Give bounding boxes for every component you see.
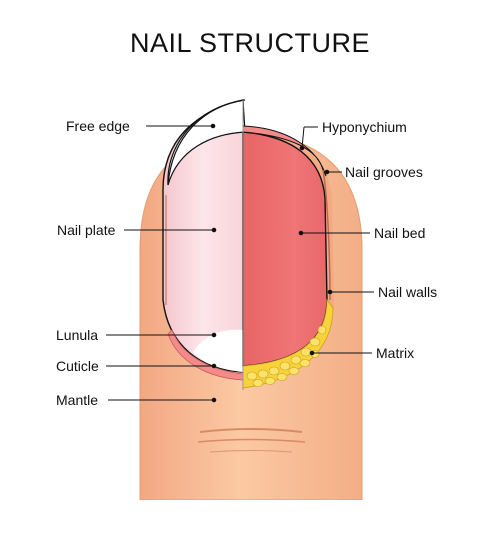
label-nail-bed: Nail bed <box>374 225 426 241</box>
label-mantle: Mantle <box>56 392 99 408</box>
label-cuticle: Cuticle <box>56 358 99 374</box>
label-lunula: Lunula <box>56 327 99 343</box>
nail-bed-shape <box>242 131 328 367</box>
label-nail-plate: Nail plate <box>57 222 116 238</box>
label-hyponychium: Hyponychium <box>322 119 407 135</box>
nail-groove <box>322 169 331 301</box>
label-free-edge: Free edge <box>66 118 130 134</box>
knuckle-crease-3 <box>209 450 293 453</box>
knuckle-crease-1 <box>199 428 303 433</box>
label-matrix: Matrix <box>376 345 415 361</box>
label-nail-grooves: Nail grooves <box>345 164 423 180</box>
lunula-shape <box>193 329 243 372</box>
finger-illustration <box>106 99 374 501</box>
hyponychium-shape <box>242 125 327 177</box>
label-nail-walls: Nail walls <box>378 284 438 300</box>
diagram-title: NAIL STRUCTURE <box>129 28 371 58</box>
leader-lines <box>106 123 374 403</box>
knuckle-crease-2 <box>197 438 306 443</box>
matrix-cells <box>246 325 327 387</box>
nail-diagram: NAIL STRUCTURE Free edge Nail plate Lunu… <box>56 28 438 501</box>
